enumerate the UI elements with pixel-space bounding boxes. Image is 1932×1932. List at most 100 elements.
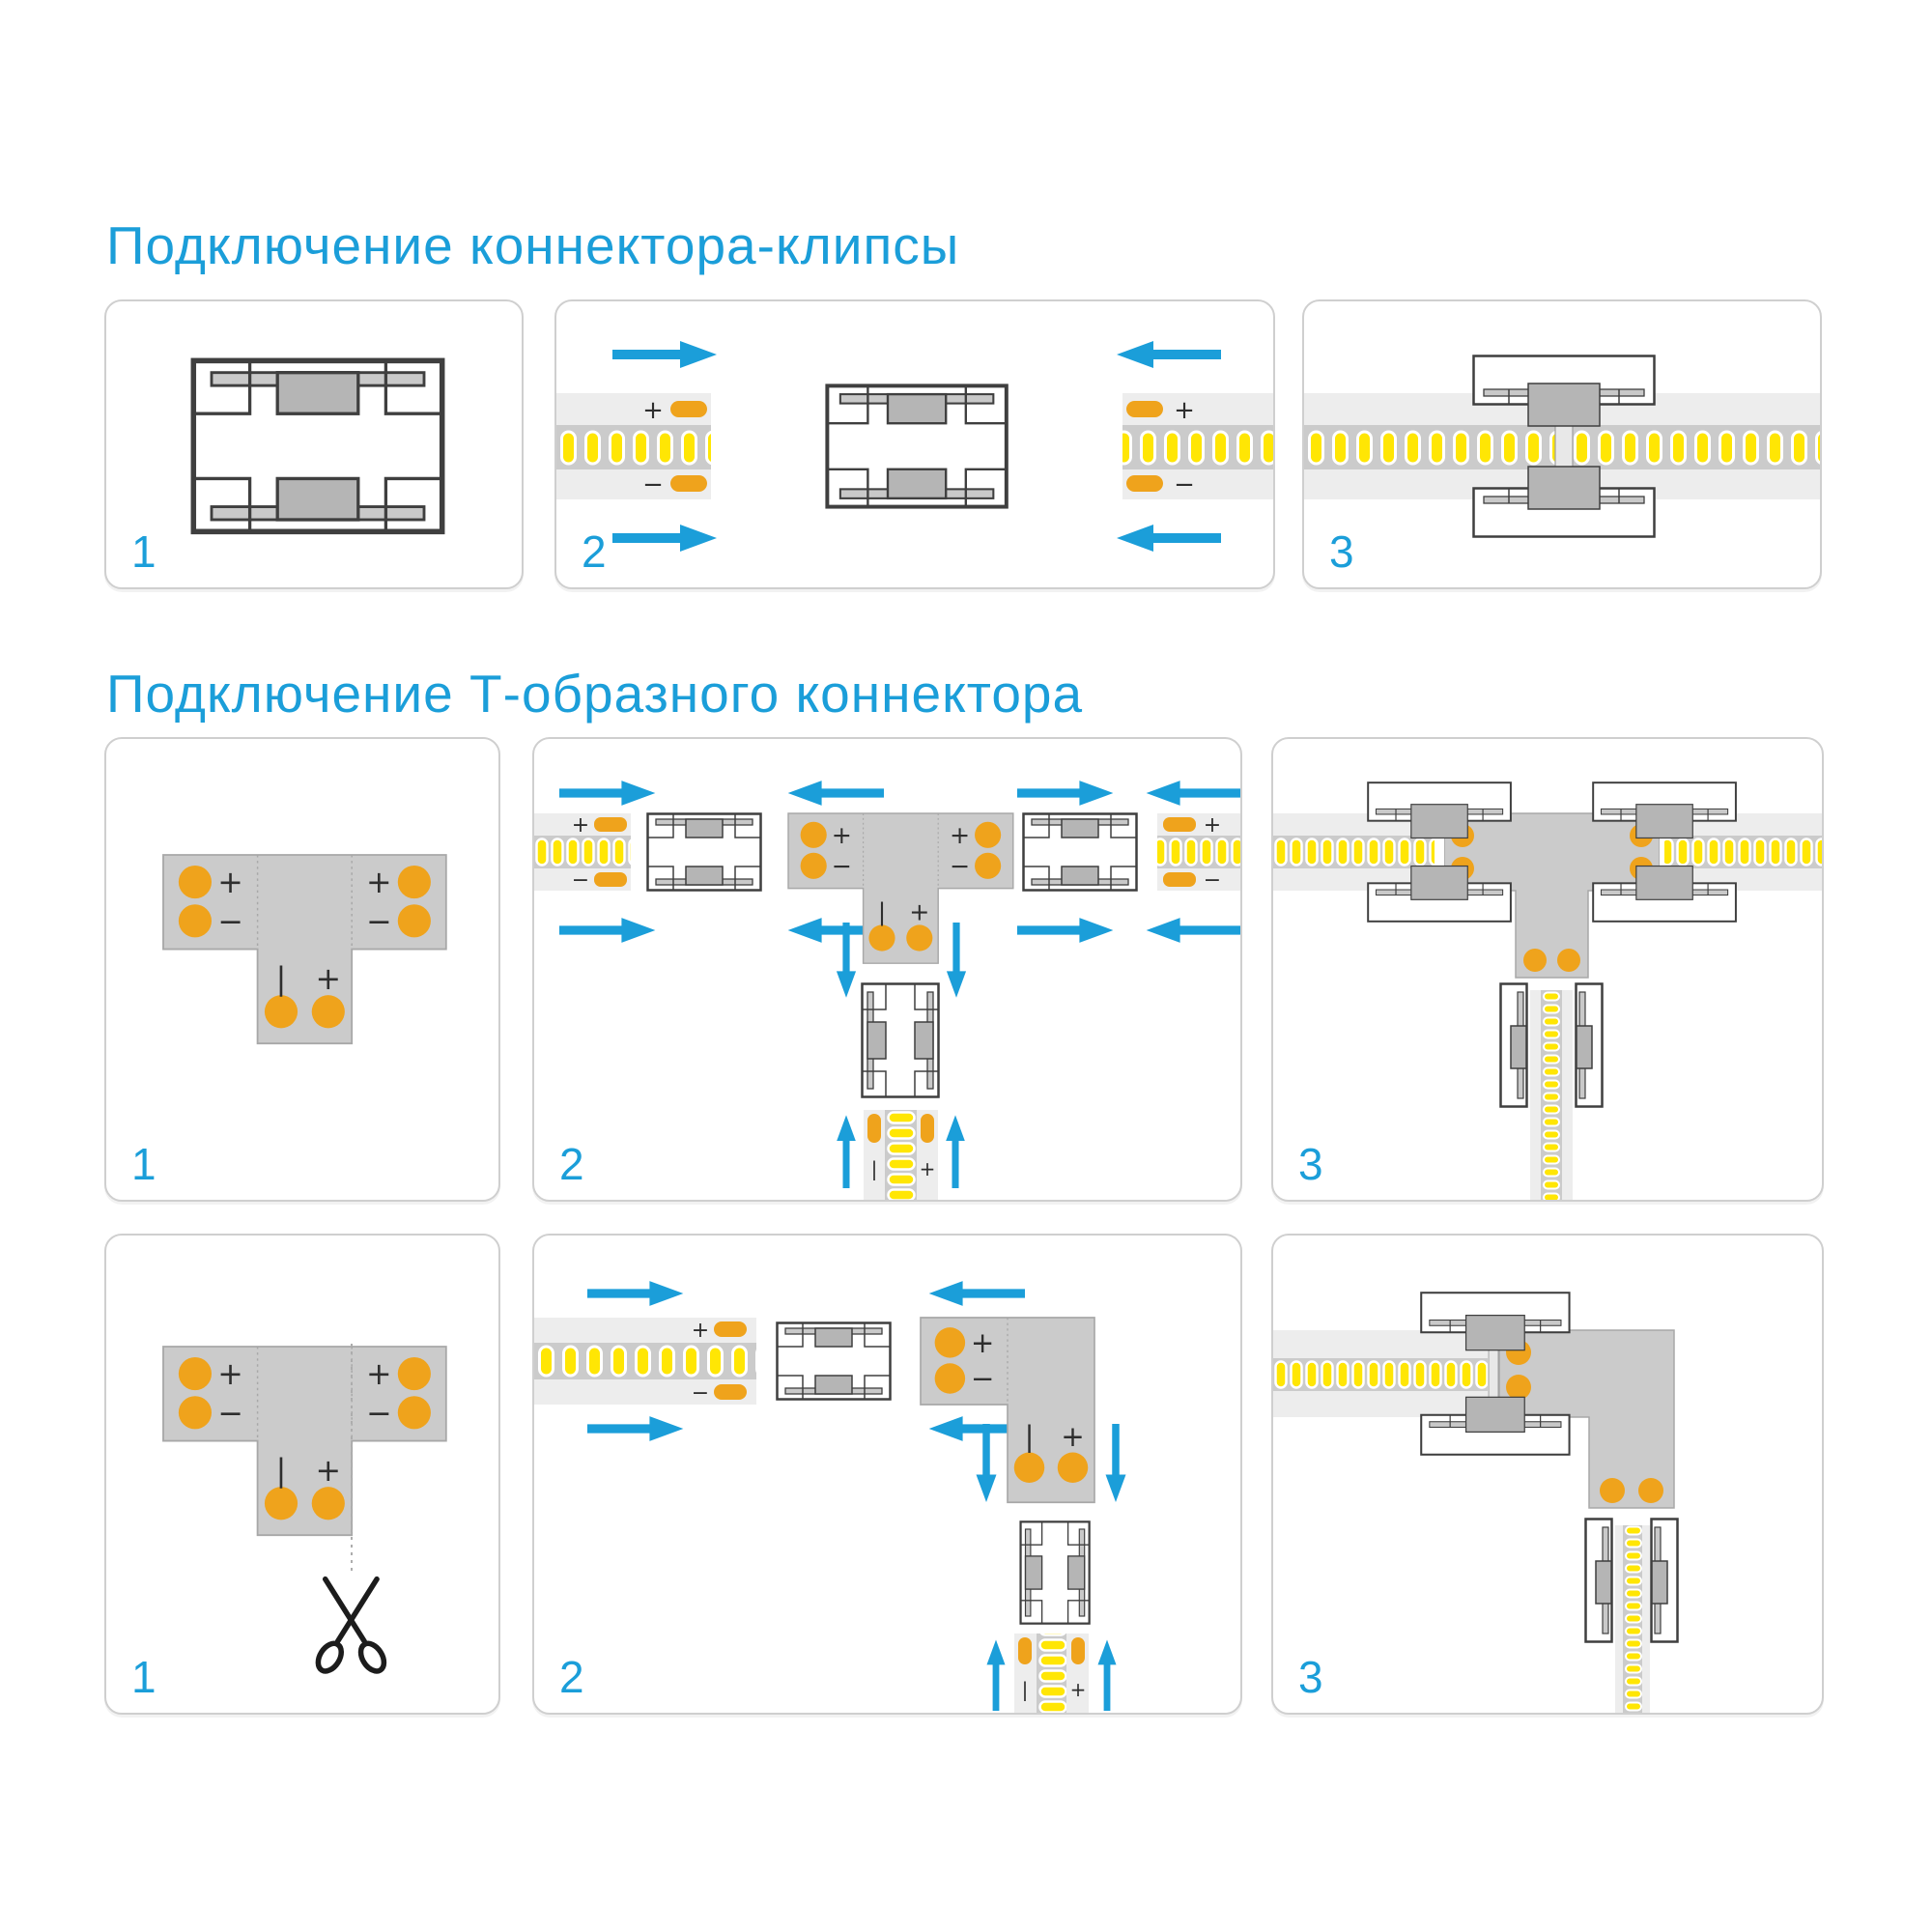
clip-connector	[825, 384, 1009, 509]
pad-plus	[1163, 817, 1196, 832]
clip-connector	[646, 812, 762, 892]
clip-connector-vertical	[1019, 1520, 1091, 1625]
clip-connector-right	[1650, 1518, 1679, 1643]
led-strip-bottom	[1530, 990, 1573, 1200]
pad-label: +	[572, 813, 589, 838]
pad-label: −	[692, 1381, 709, 1406]
led-strip-bottom: | +	[1014, 1634, 1089, 1713]
led-strip-bottom	[1615, 1525, 1650, 1713]
pad-plus	[1126, 401, 1163, 417]
step-number: 3	[1298, 1652, 1323, 1702]
panel-clip-step-1: 1	[104, 299, 524, 589]
arrow-right-icon	[587, 1416, 683, 1441]
pad-minus	[714, 1384, 747, 1400]
strip-joint-gap	[1435, 813, 1444, 891]
clip-connector-vertical	[861, 982, 940, 1098]
clip-connector-left	[1584, 1518, 1613, 1643]
arrow-right-icon	[612, 341, 717, 368]
arrow-down-icon	[1106, 1424, 1126, 1502]
pad	[1506, 1375, 1531, 1400]
clip-connector	[1022, 812, 1138, 892]
pad	[1638, 1478, 1663, 1503]
pad-label: +	[1174, 396, 1195, 425]
step-number: 1	[131, 1139, 156, 1189]
pad	[1557, 949, 1580, 972]
led-strip-left	[1273, 1330, 1488, 1417]
clip-connector	[193, 360, 441, 531]
led-strip-right: + −	[1122, 393, 1273, 499]
pad-minus	[867, 1114, 881, 1143]
step-number: 1	[131, 526, 156, 577]
pad-label: +	[1204, 813, 1221, 838]
pad-label: −	[1174, 470, 1195, 499]
connector-spine	[1488, 1343, 1499, 1406]
scissors-icon	[313, 1579, 388, 1676]
pad-plus	[921, 1114, 934, 1143]
pad-label: |	[871, 1157, 878, 1180]
step-number: 1	[131, 1652, 156, 1702]
step-number: 2	[559, 1652, 584, 1702]
arrow-left-icon	[788, 781, 884, 806]
t-connector	[787, 812, 1014, 964]
pad-plus	[1071, 1637, 1085, 1664]
arrow-left-icon	[1147, 781, 1242, 806]
arrow-up-icon	[1097, 1640, 1116, 1711]
arrow-down-icon	[977, 1424, 997, 1502]
pad-minus	[1018, 1637, 1032, 1664]
step-number: 3	[1329, 526, 1354, 577]
pad	[1523, 949, 1547, 972]
pad-label: +	[642, 396, 664, 425]
arrow-right-icon	[559, 781, 655, 806]
pad-minus	[594, 872, 627, 887]
panel-l-step-2: + − | + 2	[532, 1234, 1242, 1715]
t-connector	[162, 1346, 447, 1537]
panel-t-step-1: 1	[104, 737, 500, 1202]
pad-label: −	[572, 868, 589, 893]
arrow-down-icon	[947, 923, 966, 998]
step-number: 2	[582, 526, 607, 577]
pad-minus	[670, 475, 707, 492]
panel-t-cut-step-1: 1	[104, 1234, 500, 1715]
pad-label: −	[642, 470, 664, 499]
arrow-left-icon	[1117, 525, 1221, 552]
clip-connector	[776, 1321, 892, 1401]
pad-minus	[1126, 475, 1163, 492]
arrow-up-icon	[986, 1640, 1005, 1711]
arrow-up-icon	[946, 1115, 965, 1188]
arrow-right-icon	[559, 918, 655, 943]
panel-t-step-2: + − | +	[532, 737, 1242, 1202]
led-strip-left: + −	[534, 1318, 756, 1406]
panel-clip-step-2: + − + − 2	[554, 299, 1275, 589]
pad-plus	[670, 401, 707, 417]
arrow-left-icon	[1147, 918, 1242, 943]
arrow-right-icon	[587, 1281, 683, 1306]
arrow-right-icon	[612, 525, 717, 552]
strip-joint-gap	[1660, 813, 1664, 891]
step-number: 3	[1298, 1139, 1323, 1189]
step-number: 2	[559, 1139, 584, 1189]
led-strip-left: + −	[534, 813, 631, 893]
arrow-left-icon	[929, 1281, 1025, 1306]
pad-minus	[1163, 872, 1196, 887]
clip-connector-right	[1575, 982, 1604, 1108]
pad-label: −	[1204, 868, 1221, 893]
arrow-right-icon	[1017, 781, 1113, 806]
led-strip-left: + −	[556, 393, 711, 499]
panel-l-step-3: 3	[1271, 1234, 1824, 1715]
led-strip-right: + −	[1157, 813, 1240, 893]
section-title-clip-connector: Подключение коннектора-клипсы	[106, 215, 960, 275]
pad-plus	[594, 817, 627, 832]
panel-clip-step-3: 3	[1302, 299, 1822, 589]
pad-plus	[714, 1321, 747, 1337]
arrow-left-icon	[1117, 341, 1221, 368]
t-connector	[162, 854, 447, 1045]
pad-label: +	[920, 1157, 936, 1180]
section-title-t-connector: Подключение Т-образного коннектора	[106, 664, 1084, 724]
clip-connector-left	[1499, 982, 1528, 1108]
pad-label: |	[1022, 1678, 1029, 1701]
pad-label: +	[1070, 1678, 1087, 1701]
arrow-up-icon	[837, 1115, 856, 1188]
arrow-right-icon	[1017, 918, 1113, 943]
led-strip-left	[1273, 813, 1435, 891]
